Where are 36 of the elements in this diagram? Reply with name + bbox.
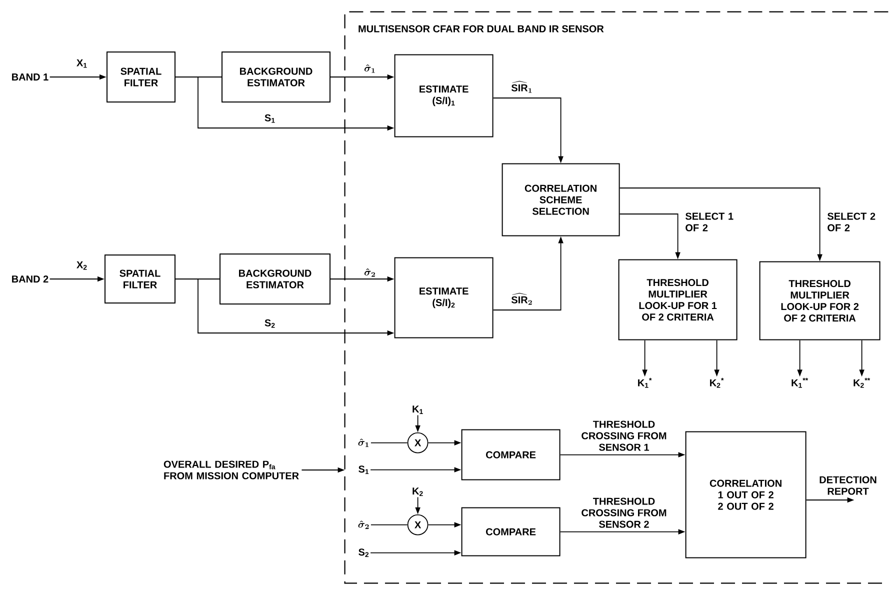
connector-line <box>370 524 408 526</box>
process-box: ESTIMATE (S/I)$_{1}$ <box>394 54 494 138</box>
edge-label: $\hat{\sigma}_{1}$ <box>363 63 377 74</box>
signal-label: $\hat{\sigma}_{1}$ <box>358 438 369 448</box>
edge-label: THRESHOLD CROSSING FROM SENSOR 2 <box>578 496 670 529</box>
edge-label: SELECT 2 OF 2 <box>826 212 878 232</box>
process-box: SPATIAL FILTER <box>106 52 176 102</box>
input-label: OVERALL DESIRED P$_{fa}$ FROM MISSION COMPUTER <box>164 460 299 480</box>
process-box: BACKGROUND ESTIMATOR <box>220 254 330 304</box>
process-box: CORRELATION SCHEME SELECTION <box>502 163 620 236</box>
input-label: BAND 1 <box>12 74 48 80</box>
signal-label: K$_{1}$ <box>412 406 423 414</box>
process-box: THRESHOLD MULTIPLIER LOOK-UP FOR 1 OF 2 CRITERIA <box>618 259 738 340</box>
edge-label: DETECTION REPORT <box>812 475 884 496</box>
process-box: BACKGROUND ESTIMATOR <box>222 52 330 102</box>
process-box: COMPARE <box>461 507 560 556</box>
edge-label: X$_{1}$ <box>75 58 89 69</box>
signal-label: S$_{1}$ <box>358 466 369 474</box>
signal-label: S$_{2}$ <box>358 548 369 558</box>
signal-label: K$_{2}$ <box>412 488 423 496</box>
edge-label: S$_{2}$ <box>263 318 277 329</box>
edge-label: SELECT 1 OF 2 <box>684 212 736 232</box>
process-box: ESTIMATE (S/I)$_{2}$ <box>394 257 494 338</box>
connector-line <box>370 442 408 444</box>
process-box: SPATIAL FILTER <box>104 254 176 304</box>
process-box: THRESHOLD MULTIPLIER LOOK-UP FOR 2 OF 2 CRITERIA <box>759 261 880 340</box>
edge-label: $\widehat{\mathrm{SIR}}_{1}$ <box>510 80 534 94</box>
edge-label: THRESHOLD CROSSING FROM SENSOR 1 <box>578 420 670 452</box>
process-box: COMPARE <box>461 429 560 480</box>
input-label: BAND 2 <box>12 276 48 282</box>
edge-label: $\hat{\sigma}_{2}$ <box>363 267 377 278</box>
edge-label: S$_{1}$ <box>263 113 277 124</box>
process-box: CORRELATION 1 OUT OF 2 2 OUT OF 2 <box>685 431 806 558</box>
edge-label: X$_{2}$ <box>75 260 89 271</box>
edge-label: $\widehat{\mathrm{SIR}}_{2}$ <box>510 292 534 306</box>
signal-label: $\hat{\sigma}_{2}$ <box>358 520 369 530</box>
